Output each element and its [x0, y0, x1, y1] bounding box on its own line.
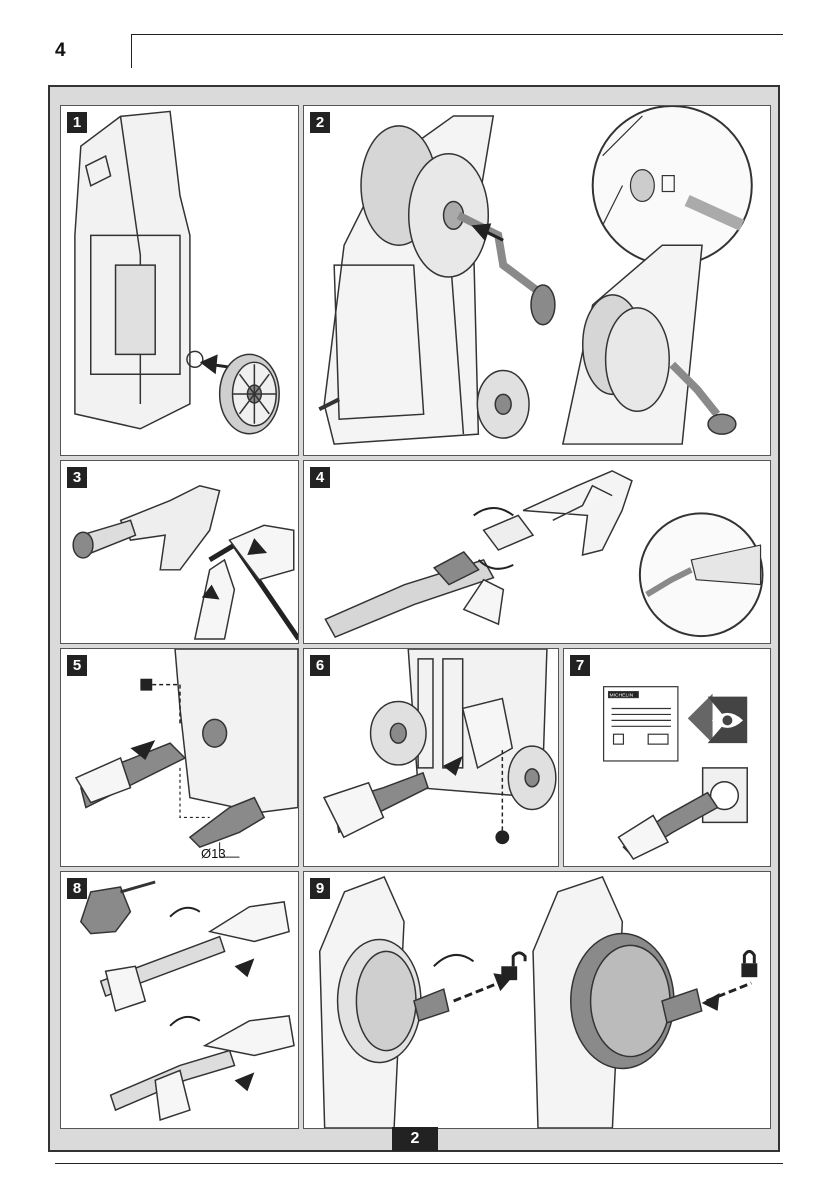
header-rule-vertical: [131, 34, 132, 68]
unlock-icon: [501, 953, 525, 980]
step-badge: 2: [310, 112, 330, 133]
step-badge: 6: [310, 655, 330, 676]
brand-label: MICHELIN: [610, 693, 634, 699]
panel-step-2: 2: [303, 105, 771, 456]
panel-step-5: 5 Ø13: [60, 648, 299, 867]
header-rule-horizontal: [131, 34, 783, 35]
step-badge: 5: [67, 655, 87, 676]
panel-step-9: 9: [303, 871, 771, 1129]
page-number: 4: [55, 40, 66, 62]
panel-step-7: 7 MICHELIN: [563, 648, 771, 867]
panel-step-1: 1: [60, 105, 299, 456]
accessory-change-illustration: [61, 872, 298, 1128]
step-badge: 1: [67, 112, 87, 133]
reel-lock-illustration: [304, 872, 770, 1128]
step-badge: 9: [310, 878, 330, 899]
hose-diameter-label: Ø13: [201, 846, 226, 861]
rating-label-illustration: MICHELIN: [564, 649, 770, 866]
eye-icon: [688, 694, 747, 744]
lance-connection-illustration: [304, 461, 770, 643]
gun-assembly-illustration: [61, 461, 298, 643]
panel-step-6: 6: [303, 648, 559, 867]
step-badge: 4: [310, 467, 330, 488]
wheel-attach-illustration: [61, 106, 298, 455]
label-square-marker: [140, 679, 152, 691]
step-badge: 8: [67, 878, 87, 899]
wheel-icon: [220, 354, 279, 433]
rotate-arrow-icon: [434, 955, 474, 966]
position-dot-marker: [495, 830, 509, 844]
footer-rule: [55, 1163, 783, 1164]
panel-step-4: 4: [303, 460, 771, 644]
hose-inlet-illustration: [304, 649, 558, 866]
step-badge: 3: [67, 467, 87, 488]
figure-frame: 1 2: [48, 85, 780, 1152]
reel-assembly-illustration: [304, 106, 770, 455]
panel-step-3: 3: [60, 460, 299, 644]
hose-coupling-illustration: [61, 649, 298, 866]
zoom-callout-circle: [640, 513, 763, 636]
step-badge: 7: [570, 655, 590, 676]
sheet-number-badge: 2: [392, 1127, 438, 1151]
panel-step-8: 8: [60, 871, 299, 1129]
zoom-callout-circle: [593, 106, 752, 265]
lock-icon: [741, 951, 757, 977]
